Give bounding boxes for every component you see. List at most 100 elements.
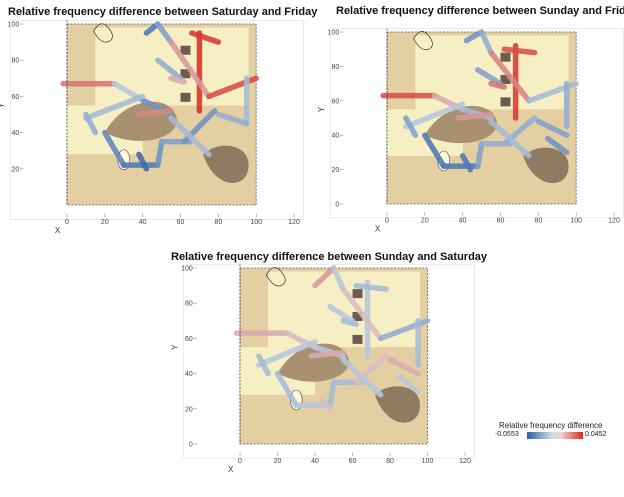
y-tick-label: 60	[11, 94, 19, 101]
y-tick-label: 20	[11, 166, 19, 173]
legend-gradient-bar	[527, 432, 583, 439]
x-tick-label: 120	[288, 219, 300, 226]
park-map-building	[352, 289, 363, 299]
park-map-building	[180, 92, 191, 102]
heatmap-path-segment	[155, 138, 165, 168]
park-map-building	[500, 97, 511, 107]
panel-2-title: Relative frequency difference between Su…	[336, 5, 624, 17]
heatmap-path-segment	[319, 397, 333, 412]
heatmap-path-segment	[189, 30, 222, 45]
y-axis-label: Y	[0, 102, 6, 108]
x-tick-label: 20	[421, 218, 429, 225]
y-tick-label: 20	[185, 406, 193, 413]
heatmap-path-segment	[136, 151, 150, 172]
park-map-outline	[93, 23, 113, 43]
y-tick-label: 100	[328, 30, 340, 37]
heatmap-path-segment	[168, 39, 212, 100]
heatmap-path-segment	[83, 93, 146, 121]
heatmap-path-segment	[396, 374, 421, 394]
x-tick-label: 120	[608, 218, 620, 225]
heatmap-path-segment	[463, 29, 485, 44]
heatmap-path-segment	[331, 265, 346, 292]
panel-3-title: Relative frequency difference between Su…	[171, 251, 488, 263]
y-tick-label: 0	[189, 442, 193, 449]
park-map-building	[352, 312, 363, 321]
heatmap-path-segment	[256, 353, 271, 377]
heatmap-path-segment	[274, 370, 299, 409]
y-tick-label: 60	[185, 336, 193, 343]
x-tick-label: 20	[274, 458, 282, 465]
heatmap-path-segment	[478, 29, 494, 56]
x-tick-label: 80	[386, 458, 394, 465]
heatmap-path-segment	[168, 75, 188, 85]
heatmap-path-segment	[340, 356, 384, 398]
park-map-pond	[375, 386, 420, 423]
heatmap-path-segment	[83, 111, 99, 136]
y-tick-label: 40	[11, 130, 19, 137]
heatmap-path-segment	[155, 21, 174, 45]
x-tick-label: 0	[385, 218, 389, 225]
park-map-outline	[265, 267, 286, 287]
x-tick-label: 80	[214, 219, 222, 226]
heatmap-path-segment	[535, 118, 570, 138]
heatmap-path-segment	[308, 349, 346, 359]
park-map-building	[180, 45, 191, 55]
x-tick-label: 40	[459, 218, 467, 225]
legend-min-value: -0.0553	[495, 431, 519, 438]
heatmap-path-segment	[353, 282, 389, 292]
park-map-pond	[203, 145, 249, 184]
heatmap-path-segment	[340, 318, 359, 328]
y-tick-label: 0	[335, 202, 339, 209]
legend-max-value: 0.0452	[585, 431, 607, 438]
x-tick-label: 60	[177, 219, 185, 226]
y-tick-label: 40	[185, 371, 193, 378]
park-map-building	[352, 334, 363, 344]
x-tick-label: 100	[570, 218, 582, 225]
x-tick-label: 60	[349, 458, 357, 465]
y-tick-label: 100	[8, 22, 20, 29]
legend-title: Relative frequency difference	[499, 421, 603, 430]
heatmap-path-segment	[327, 379, 337, 409]
heatmap-path-segment	[459, 153, 473, 173]
x-tick-label: 100	[422, 458, 434, 465]
heatmap-path-segment	[456, 111, 494, 121]
heatmap-path-segment	[155, 57, 184, 82]
x-tick-label: 40	[139, 219, 147, 226]
heatmap-path-segment	[340, 286, 384, 342]
x-tick-label: 0	[65, 219, 69, 226]
heatmap-path-segment	[403, 115, 419, 138]
y-axis-label: Y	[317, 106, 326, 112]
heatmap-path-segment	[475, 141, 485, 169]
heatmap-path-segment	[215, 111, 250, 127]
x-tick-label: 100	[250, 219, 262, 226]
heatmap-path-segment	[488, 49, 532, 104]
x-axis-label: X	[55, 226, 61, 235]
heatmap-path-segment	[256, 339, 318, 368]
heatmap-path-segment	[403, 101, 466, 130]
x-tick-label: 80	[534, 218, 542, 225]
heatmap-path-segment	[488, 118, 532, 159]
y-axis-label: Y	[171, 344, 180, 350]
panel-1-title: Relative frequency difference between Sa…	[8, 6, 318, 18]
y-tick-label: 80	[331, 64, 339, 71]
park-map-building	[500, 75, 511, 84]
heatmap-path-segment	[327, 303, 356, 324]
heatmap-path-segment	[501, 46, 538, 56]
x-tick-label: 60	[497, 218, 505, 225]
x-tick-label: 40	[311, 458, 319, 465]
y-tick-label: 60	[331, 98, 339, 105]
park-map-building	[180, 69, 191, 79]
heatmap-path-segment	[488, 80, 508, 90]
heatmap-path-segment	[102, 129, 127, 168]
heatmap-chart-saturday-friday: 02040608010012020406080100XY	[0, 20, 304, 235]
x-axis-label: X	[375, 225, 381, 234]
color-legend: Relative frequency difference -0.0553 0.…	[495, 421, 615, 443]
y-tick-label: 20	[331, 167, 339, 174]
y-tick-label: 80	[185, 301, 193, 308]
heatmap-path-segment	[136, 108, 174, 118]
heatmap-path-segment	[545, 135, 570, 156]
y-tick-label: 80	[11, 58, 19, 65]
heatmap-path-segment	[475, 67, 504, 87]
